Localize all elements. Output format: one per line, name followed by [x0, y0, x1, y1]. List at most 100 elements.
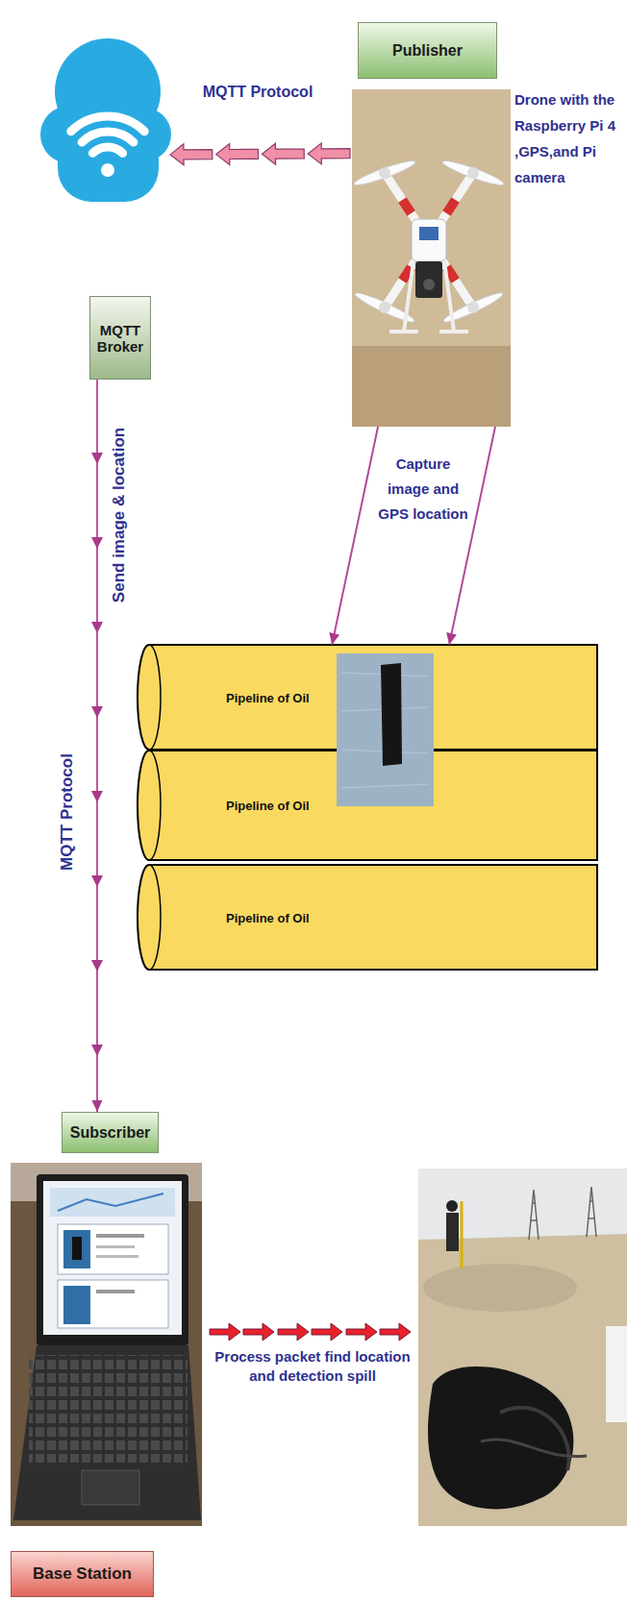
arrow-head	[92, 1101, 103, 1113]
node-text: Subscriber	[70, 1125, 151, 1143]
drone-illustration	[423, 278, 435, 291]
drone-illustration	[378, 167, 479, 314]
laptop-photo	[96, 1234, 145, 1239]
drone-illustration	[351, 89, 511, 427]
node-text: Pipeline of Oil	[225, 910, 310, 926]
oil-spill-photo	[380, 663, 402, 767]
pipeline-cylinders	[149, 645, 161, 751]
laptop-photo	[43, 1181, 182, 1336]
arrow-head	[91, 1045, 103, 1057]
cloud-icon	[71, 116, 145, 153]
connector-line	[331, 426, 378, 646]
laptop-photo	[36, 1175, 189, 1347]
laptop-photo	[96, 1290, 135, 1295]
node-text: Pipeline of Oil	[225, 690, 310, 705]
connector-line	[449, 426, 496, 646]
laptop-photo	[50, 1188, 176, 1218]
drone-illustration	[440, 157, 505, 190]
drone-illustration	[378, 167, 391, 179]
cloud-icon	[40, 38, 172, 202]
connector	[170, 143, 351, 166]
subscriber-box: Subscriber	[61, 1112, 159, 1154]
pipeline-band: Pipeline of Oil	[137, 645, 598, 751]
drone-illustration	[467, 167, 479, 179]
block-arrow	[262, 143, 305, 165]
laptop-photo	[57, 1194, 164, 1212]
arrow-head	[91, 622, 103, 634]
arrow-head	[91, 452, 103, 465]
node-text: Base Station	[32, 1565, 132, 1585]
node-text: Drone with the Raspberry Pi 4 ,GPS,and P…	[514, 86, 621, 191]
spill-site-photo	[418, 1234, 627, 1528]
pipeline-cylinders	[149, 751, 161, 861]
spill-site-photo	[446, 1201, 458, 1213]
process-arrows	[379, 1324, 411, 1342]
mqtt-broker: MQTT Broker	[46, 20, 169, 380]
connector-line	[96, 379, 99, 1113]
spill-site-photo	[500, 1408, 570, 1472]
spill-site-photo	[423, 1264, 577, 1313]
spill-site-photo	[418, 1169, 627, 1528]
laptop-photo	[63, 1230, 91, 1270]
pipeline-cylinders	[137, 865, 598, 971]
laptop-photo	[96, 1246, 135, 1250]
cloud-icon	[57, 125, 159, 202]
laptop-photo	[63, 1286, 91, 1326]
block-arrow	[170, 144, 213, 166]
arrow-head	[91, 791, 103, 803]
laptop-photo	[13, 1346, 201, 1522]
drone-illustration	[384, 173, 474, 308]
cloud-icon	[71, 116, 145, 132]
drone-illustration	[415, 261, 443, 299]
pipeline-cylinders	[137, 645, 598, 971]
connector	[328, 426, 378, 646]
spill-site-photo	[528, 1187, 597, 1241]
connector	[91, 379, 103, 1113]
laptop-photo	[10, 1163, 202, 1528]
laptop-photo	[57, 1225, 169, 1276]
process-arrows	[209, 1324, 241, 1342]
drone-illustration	[389, 261, 469, 332]
cloud-icon	[81, 131, 134, 143]
arrow-head	[91, 706, 103, 719]
spill-site-photo	[586, 1187, 597, 1238]
drone-illustration	[389, 329, 419, 334]
process-arrows	[277, 1324, 309, 1342]
cloud-icon	[92, 147, 123, 153]
oil-spill-photo	[336, 653, 434, 807]
arrow-head	[91, 537, 103, 550]
note-label: Process packet find location and detecti…	[209, 1348, 416, 1387]
drone-illustration	[411, 219, 447, 262]
process-arrows	[346, 1324, 377, 1342]
process-arrows	[243, 1324, 275, 1342]
cloud-icon	[54, 38, 161, 145]
protocol-label: Capture image and GPS location	[375, 451, 472, 527]
drone-node: Drone with the Raspberry Pi 4 ,GPS,and P…	[351, 89, 511, 427]
laptop-photo	[10, 1163, 202, 1528]
node-text: MQTT Broker	[89, 296, 151, 380]
spill-site-photo	[446, 1213, 459, 1253]
connector	[446, 426, 496, 646]
drone-illustration	[351, 157, 505, 327]
oil-spill-photo	[341, 784, 429, 789]
pipeline-band: Pipeline of Oil	[137, 865, 598, 971]
protocol-label: MQTT Protocol	[202, 83, 314, 101]
laptop-photo	[81, 1471, 140, 1506]
drone-illustration	[351, 89, 511, 427]
arrow-head	[446, 632, 457, 646]
spill-site-photo	[460, 1202, 464, 1270]
pipeline-band: Pipeline of Oil	[137, 751, 598, 861]
cloud-icon	[100, 163, 115, 177]
drone-illustration	[439, 329, 469, 334]
spill-site-photo	[427, 1367, 574, 1511]
arrow-head	[91, 876, 103, 888]
cloud-icon	[40, 38, 172, 202]
node-text: Pipeline of Oil	[225, 799, 310, 814]
block-arrow	[307, 143, 351, 165]
drone-illustration	[351, 157, 417, 190]
drone-illustration	[446, 200, 455, 214]
drone-illustration	[401, 200, 411, 214]
laptop-photo	[57, 1280, 169, 1330]
publisher-box: Publisher	[357, 22, 498, 79]
